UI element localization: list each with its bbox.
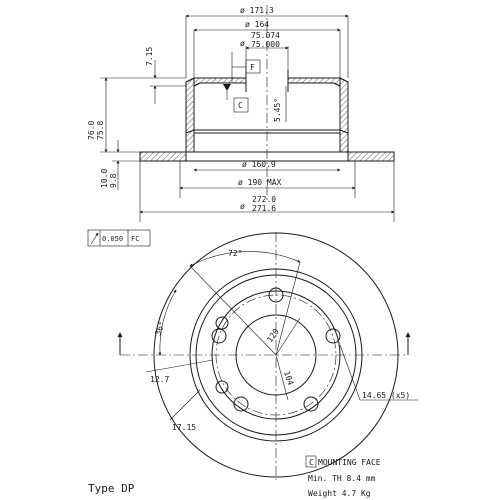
datum-f: F [250,63,255,72]
bolt-hole [325,328,341,344]
dim-5-45: 5.45° [273,98,282,122]
tolerance-datum: FC [131,235,139,243]
bolt-circle [215,294,337,416]
dim-164: ø 164 [245,20,269,29]
dim-272-0: 272.0 [252,195,276,204]
angle-arc-72 [189,251,301,267]
section-view: ø 171.3 ø 164 ø 75.074 75.000 F C 7.15 [87,5,395,222]
leader-12-7 [145,359,214,373]
mounting-face-label: MOUNTING FACE [318,458,381,467]
pin-hole [215,380,229,394]
dim-160-9: ø 160.9 [242,160,276,169]
mounting-face-circle [211,290,341,420]
hat-outer-circle [189,268,363,442]
dim-190: ø 190 MAX [238,178,282,187]
bolt-hole [303,396,319,412]
dim-75-000: 75.000 [251,40,280,49]
center-bore [235,314,317,396]
dim-76-0: 76.0 [87,121,96,140]
dim-7-15: 7.15 [145,47,154,66]
bolt-hole [268,287,284,303]
runout-arrow-icon [90,232,99,245]
bolt-hole [233,396,249,412]
dim-17-15: 17.15 [172,423,196,432]
type-label: Type DP [88,482,135,495]
dim-271-6: 271.6 [252,204,276,213]
hat-wall-left [185,77,195,153]
dim-104: 104 [282,370,295,387]
dim-14-65: 14.65 (x5) [362,391,410,400]
min-thickness: Min. TH 8.4 mm [308,474,376,483]
dim-9-8: 9.8 [109,173,118,188]
hat-top-left [193,77,247,87]
weight: Weight 4.7 Kg [308,489,371,498]
tolerance-value: 0.050 [102,235,123,243]
angle-arc-36 [158,289,177,356]
mounting-key: C [309,458,314,467]
dim-272-prefix: ø [240,202,245,211]
dim-75-prefix: ø [240,39,245,48]
ring-section-right [347,151,395,162]
outer-disc-circle [153,232,399,478]
mounting-key-box [305,455,317,468]
dim-75-074: 75.074 [251,31,280,40]
datum-c: C [238,101,243,110]
bolt-hole [211,328,227,344]
notes-block: C MOUNTING FACE Min. TH 8.4 mm Weight 4.… [88,455,381,498]
dim-75-8: 75.8 [96,121,105,140]
hat-wall-right [339,77,349,153]
tolerance-frame: 0.050 FC [87,229,151,247]
dim-10-0: 10.0 [100,169,109,188]
datum-f-box [245,59,261,74]
dim-12-7: 12.7 [150,375,169,384]
pin-hole [215,316,229,330]
leader-14-65 [339,344,361,401]
hat-inner-circle [195,274,357,436]
datum-c-triangle [223,84,231,91]
datum-c-box [233,97,249,113]
dim-120: 120 [265,327,281,344]
leader-17-15 [169,389,201,421]
dim-171-3: ø 171.3 [240,6,274,15]
inner-step [185,129,349,134]
hat-top-right [287,77,341,87]
angle-36: 36° [153,320,166,337]
front-view: 72° 36° 120 104 12.7 17.15 14.65 (x5) [117,232,418,480]
angle-72: 72° [228,249,242,258]
ring-section-left [139,151,187,162]
